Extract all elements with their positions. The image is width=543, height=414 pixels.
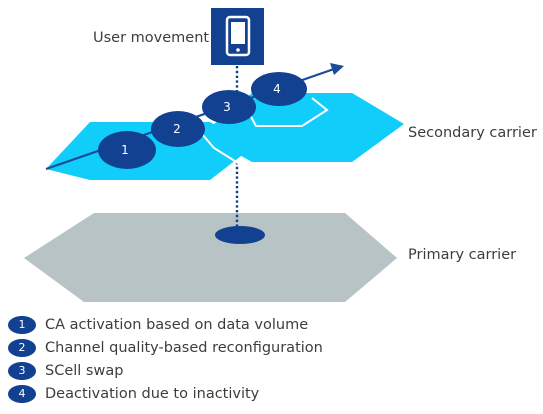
step-number: 2 — [173, 122, 181, 136]
legend-text: Deactivation due to inactivity — [45, 385, 260, 402]
legend-number-badge: 1 — [8, 315, 36, 334]
legend-text: Channel quality-based reconfiguration — [45, 339, 323, 356]
step-number: 3 — [223, 100, 231, 114]
legend-number-badge: 4 — [8, 384, 36, 403]
step-marker: 4 — [251, 72, 307, 106]
arrowhead-icon — [330, 63, 344, 75]
step-number: 1 — [121, 143, 129, 157]
swap-cell-outline — [248, 97, 329, 127]
cell-boundary-line — [201, 133, 255, 174]
legend-item: 4 Deactivation due to inactivity — [8, 382, 323, 405]
legend-text: SCell swap — [45, 362, 124, 379]
step-marker: 1 — [98, 131, 156, 169]
legend-item: 3 SCell swap — [8, 359, 323, 382]
secondary-carrier-label: Secondary carrier — [408, 125, 537, 141]
primary-carrier-ellipse — [215, 226, 265, 244]
step-marker: 2 — [151, 111, 205, 147]
primary-carrier-label: Primary carrier — [408, 247, 517, 263]
step-marker: 3 — [202, 90, 256, 124]
legend-number-badge: 2 — [8, 338, 36, 357]
legend-text: CA activation based on data volume — [45, 316, 309, 333]
step-number: 4 — [273, 82, 281, 96]
phone-icon — [211, 8, 264, 65]
primary-carrier-hexagon — [24, 213, 397, 302]
legend-item: 2 Channel quality-based reconfiguration — [8, 336, 323, 359]
legend: 1 CA activation based on data volume 2 C… — [8, 313, 323, 405]
legend-item: 1 CA activation based on data volume — [8, 313, 323, 336]
user-movement-label: User movement — [93, 30, 210, 46]
legend-number-badge: 3 — [8, 361, 36, 380]
